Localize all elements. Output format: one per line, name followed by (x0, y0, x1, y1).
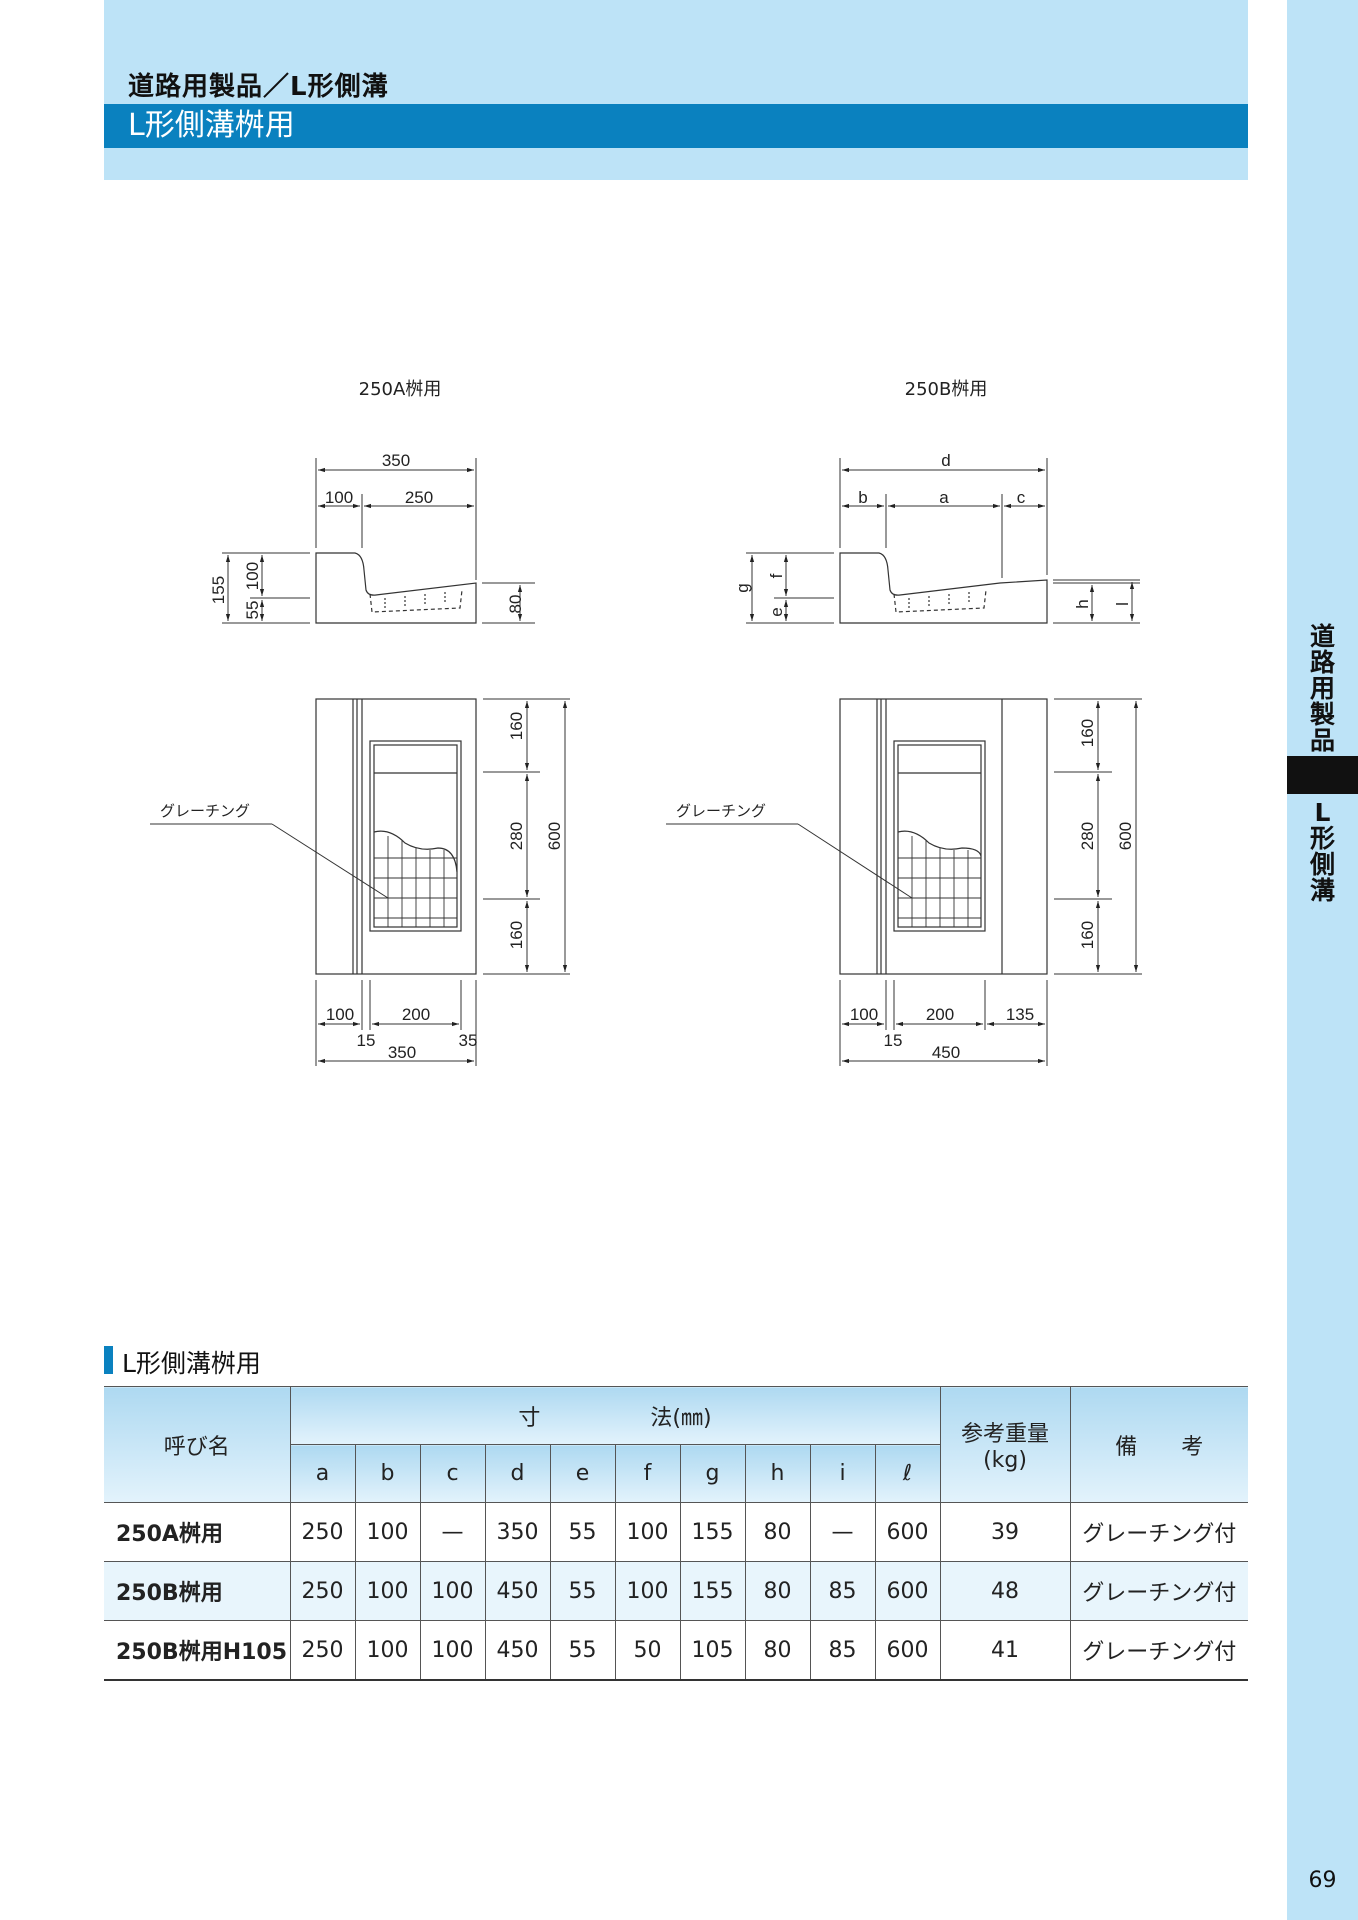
grating-label-250a: グレーチング (160, 802, 250, 820)
svg-text:15: 15 (357, 1031, 376, 1050)
svg-text:h: h (1073, 599, 1092, 608)
header-band (104, 0, 1248, 180)
svg-text:280: 280 (1078, 822, 1097, 850)
header-col: h (744, 1444, 811, 1503)
svg-text:35: 35 (459, 1031, 478, 1050)
svg-text:160: 160 (507, 712, 526, 740)
drawing-title-250b: 250B桝用 (905, 379, 988, 400)
section-marker (104, 1346, 113, 1374)
section-view-250a (315, 552, 477, 624)
svg-text:a: a (939, 488, 949, 507)
svg-text:15: 15 (884, 1031, 903, 1050)
header-col: d (484, 1444, 551, 1503)
side-tab-category: 道路用製品 (1309, 622, 1335, 755)
page-number: 69 (1308, 1868, 1337, 1893)
svg-text:l: l (1113, 602, 1132, 606)
svg-text:e: e (767, 607, 786, 616)
svg-text:160: 160 (1078, 921, 1097, 949)
header-name: 呼び名 (104, 1386, 291, 1503)
header-col: c (419, 1444, 486, 1503)
header-col: i (809, 1444, 876, 1503)
section-title: L形側溝桝用 (122, 1349, 261, 1378)
svg-text:d: d (941, 451, 950, 470)
side-tab-divider (1287, 756, 1358, 794)
svg-text:g: g (733, 583, 752, 592)
svg-text:55: 55 (243, 601, 262, 620)
technical-drawings: 250A桝用 350 100 (150, 379, 1142, 1066)
svg-text:80: 80 (506, 595, 525, 614)
header-col: b (354, 1444, 421, 1503)
header-weight: 参考重量(kg) (939, 1386, 1071, 1503)
svg-text:b: b (858, 488, 867, 507)
svg-text:280: 280 (507, 822, 526, 850)
spec-table: 呼び名 寸 法(㎜) 参考重量(kg) 備 考 a b c d e f g h … (104, 1386, 1248, 1681)
side-tab-band (1287, 0, 1358, 1920)
svg-text:c: c (1017, 488, 1026, 507)
svg-text:600: 600 (545, 822, 564, 850)
plan-view-250b (839, 698, 1048, 975)
svg-text:600: 600 (1116, 822, 1135, 850)
page-title: L形側溝桝用 (128, 108, 295, 143)
plan-dims-250a (315, 698, 570, 1066)
svg-text:f: f (767, 573, 786, 578)
grating-label-250b: グレーチング (676, 802, 766, 820)
drawing-250b: 250B桝用 (666, 379, 1142, 1066)
svg-text:100: 100 (850, 1005, 878, 1024)
plan-dims-250b (839, 698, 1142, 1066)
header-col: ℓ (874, 1444, 940, 1503)
header-dimensions: 寸 法(㎜) (289, 1386, 941, 1445)
category-title: 道路用製品／L形側溝 (128, 72, 389, 102)
svg-text:200: 200 (926, 1005, 954, 1024)
header-col: f (614, 1444, 681, 1503)
header-notes: 備 考 (1069, 1386, 1248, 1503)
svg-text:350: 350 (382, 451, 410, 470)
svg-text:135: 135 (1006, 1005, 1034, 1024)
svg-text:100: 100 (243, 562, 262, 590)
section-dims-250b (746, 458, 1140, 624)
header-col: e (549, 1444, 616, 1503)
section-view-250b (839, 552, 1048, 624)
section-dims-250a (222, 458, 535, 624)
svg-text:200: 200 (402, 1005, 430, 1024)
title-bar (104, 104, 1248, 148)
svg-text:450: 450 (932, 1043, 960, 1062)
svg-text:100: 100 (325, 488, 353, 507)
header-col: g (679, 1444, 746, 1503)
drawing-title-250a: 250A桝用 (359, 379, 442, 400)
drawing-250a: 250A桝用 350 100 (150, 379, 570, 1066)
svg-text:350: 350 (388, 1043, 416, 1062)
svg-text:160: 160 (1078, 719, 1097, 747)
svg-text:250: 250 (405, 488, 433, 507)
svg-text:155: 155 (209, 576, 228, 604)
plan-view-250a (315, 698, 477, 975)
header-col: a (290, 1444, 356, 1503)
svg-text:100: 100 (326, 1005, 354, 1024)
svg-text:160: 160 (507, 921, 526, 949)
